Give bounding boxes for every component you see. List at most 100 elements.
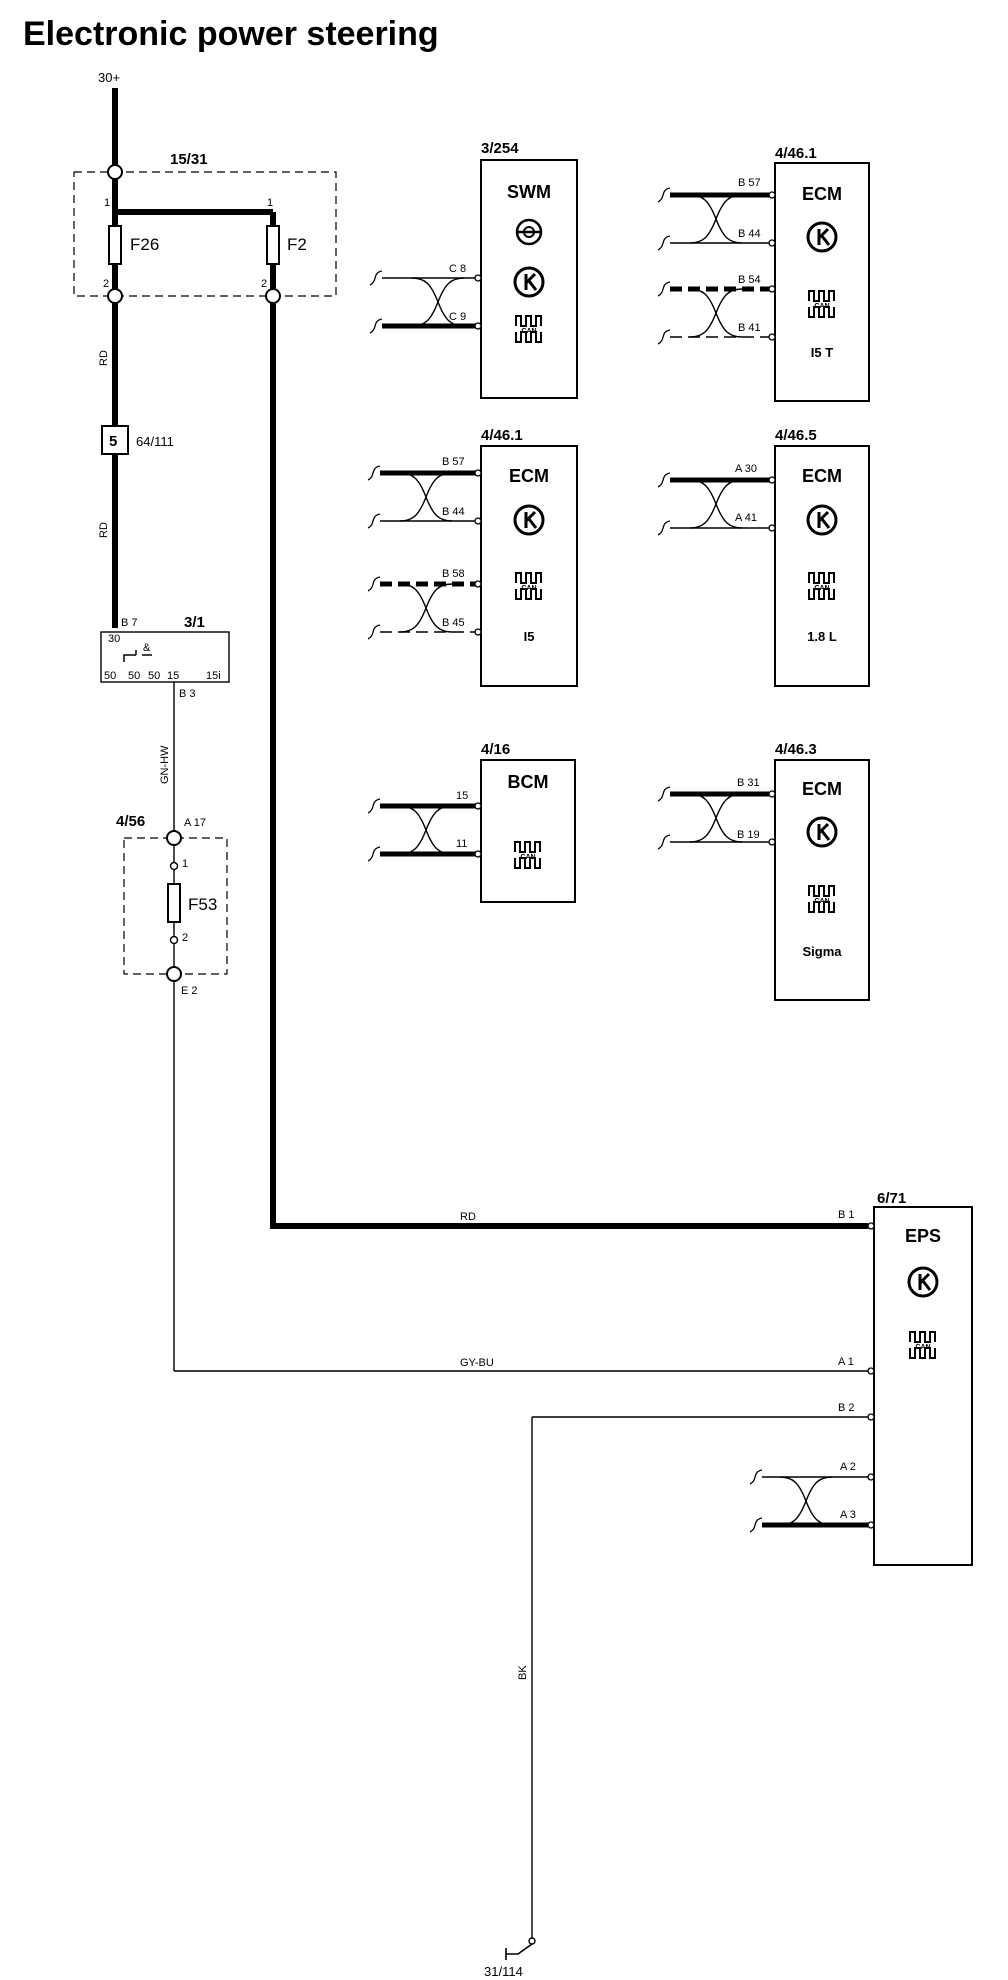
ignition-switch-box bbox=[100, 631, 230, 683]
pin-label: 1 bbox=[267, 197, 273, 209]
ecm-sigma-name: ECM bbox=[802, 779, 842, 799]
pin-label: A 30 bbox=[735, 463, 757, 475]
pin-dot bbox=[474, 469, 482, 477]
twisted-pair-icon bbox=[689, 793, 743, 843]
pin-dot bbox=[768, 790, 776, 798]
pin-dot bbox=[867, 1367, 875, 1375]
node bbox=[265, 288, 281, 304]
pin-dot bbox=[474, 628, 482, 636]
eps-ref: 6/71 bbox=[877, 1190, 906, 1207]
terminal-label: 50 bbox=[128, 670, 140, 682]
ecm-18l-name: ECM bbox=[802, 466, 842, 486]
can-label: CAN bbox=[520, 854, 535, 861]
pin-label: C 8 bbox=[449, 263, 466, 275]
fuse-f2-label: F2 bbox=[287, 235, 307, 254]
ecm-i5t-ref: 4/46.1 bbox=[775, 145, 817, 162]
pin-label: 2 bbox=[103, 278, 109, 290]
pin-dot bbox=[768, 239, 776, 247]
bcm-module bbox=[480, 759, 576, 903]
pin-label: A 1 bbox=[838, 1356, 854, 1368]
bcm-name: BCM bbox=[508, 772, 549, 792]
pin-label: B 2 bbox=[838, 1402, 855, 1414]
can-label: CAN bbox=[814, 898, 829, 905]
wire-color-gy-bu: GY-BU bbox=[460, 1357, 494, 1369]
eps-module bbox=[873, 1206, 973, 1566]
pin-dot bbox=[474, 802, 482, 810]
pin-label: 2 bbox=[182, 932, 188, 944]
pin-label: 11 bbox=[456, 838, 467, 850]
twisted-pair-icon bbox=[399, 805, 453, 855]
pin-label: A 3 bbox=[840, 1509, 856, 1521]
pin-label: 1 bbox=[182, 858, 188, 870]
pin-label: B 44 bbox=[442, 506, 465, 518]
pin-label: B 7 bbox=[121, 617, 138, 629]
wire-break bbox=[657, 834, 671, 850]
wire-break bbox=[367, 846, 381, 862]
twisted-pair-icon bbox=[779, 1476, 833, 1526]
ecm-18l-module bbox=[774, 445, 870, 687]
ecm-sigma-ref: 4/46.3 bbox=[775, 741, 817, 758]
terminal-label: 50 bbox=[104, 670, 116, 682]
pin-label: B 54 bbox=[738, 274, 761, 286]
wire-color-bk: BK bbox=[517, 1665, 529, 1680]
pin-dot bbox=[867, 1521, 875, 1529]
wire-color-gn-hw: GN-HW bbox=[159, 745, 171, 784]
ecm-18l-variant: 1.8 L bbox=[807, 629, 837, 644]
node bbox=[107, 288, 123, 304]
ecm-i5-module bbox=[480, 445, 578, 687]
pin-label: B 57 bbox=[442, 456, 465, 468]
swm-name: SWM bbox=[507, 182, 551, 202]
pin-label: B 44 bbox=[738, 228, 761, 240]
terminal-label: 15i bbox=[206, 670, 221, 682]
pin-label: C 9 bbox=[449, 311, 466, 323]
fuse-box-4-56-ref: 4/56 bbox=[116, 813, 145, 830]
pin-label: B 58 bbox=[442, 568, 465, 580]
can-label: CAN bbox=[521, 585, 536, 592]
ecm-sigma-module bbox=[774, 759, 870, 1001]
pin-dot bbox=[867, 1413, 875, 1421]
pin-label: E 2 bbox=[181, 985, 198, 997]
switch-symbol-glyph: & bbox=[143, 642, 151, 654]
can-label: CAN bbox=[814, 585, 829, 592]
ground-ref: 31/114 bbox=[484, 1964, 523, 1979]
node bbox=[166, 966, 182, 982]
wire-break bbox=[367, 624, 381, 640]
pin-label: B 57 bbox=[738, 177, 761, 189]
node bbox=[107, 164, 123, 180]
fuse-f2-symbol bbox=[266, 225, 280, 265]
ecm-i5-name: ECM bbox=[509, 466, 549, 486]
wire-break bbox=[657, 187, 671, 203]
terminal-label: 15 bbox=[167, 670, 179, 682]
pin-dot bbox=[768, 476, 776, 484]
twisted-pair-icon bbox=[689, 288, 743, 338]
ecm-i5t-module bbox=[774, 162, 870, 402]
terminal-label: 30 bbox=[108, 633, 120, 645]
terminal-label: 50 bbox=[148, 670, 160, 682]
eps-name: EPS bbox=[905, 1226, 941, 1246]
steering-wheel-icon bbox=[515, 218, 543, 246]
node bbox=[169, 861, 179, 871]
ignition-switch-ref: 3/1 bbox=[184, 614, 205, 631]
pin-label: B 1 bbox=[838, 1209, 855, 1221]
pin-dot bbox=[768, 524, 776, 532]
pin-label: B 19 bbox=[737, 829, 760, 841]
ecm-i5t-name: ECM bbox=[802, 184, 842, 204]
wire-break bbox=[657, 235, 671, 251]
ecm-i5-variant: I5 bbox=[524, 629, 535, 644]
ground-symbol bbox=[505, 1943, 533, 1960]
ecm-i5-ref: 4/46.1 bbox=[481, 427, 523, 444]
can-label: CAN bbox=[814, 303, 829, 310]
wire-break bbox=[369, 318, 383, 334]
pin-label: A 41 bbox=[735, 512, 757, 524]
connector-ref: 64/111 bbox=[136, 434, 174, 449]
wire-break bbox=[657, 520, 671, 536]
pin-label: 1 bbox=[104, 197, 110, 209]
wire-color-rd: RD bbox=[98, 350, 110, 366]
fuse-box-15-31 bbox=[73, 171, 337, 297]
wire-break bbox=[749, 1517, 763, 1533]
wire-break bbox=[657, 329, 671, 345]
pin-dot bbox=[768, 838, 776, 846]
fuse-box-ref: 15/31 bbox=[170, 151, 208, 168]
fuse-f53-symbol bbox=[167, 883, 181, 923]
supply-label: 30+ bbox=[98, 70, 120, 85]
